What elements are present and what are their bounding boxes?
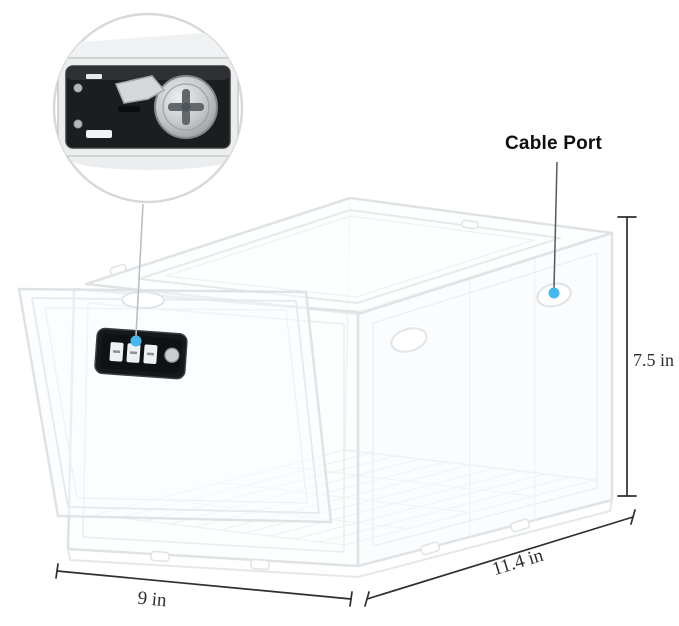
lock-callout xyxy=(52,12,244,204)
lock-digit-wheels xyxy=(109,342,158,365)
storage-box xyxy=(17,196,613,578)
latch-hook xyxy=(114,75,166,104)
lock-dot xyxy=(130,335,142,347)
dimension-height xyxy=(617,216,637,497)
side-handle-hole xyxy=(390,327,428,353)
phillips-screw xyxy=(168,89,204,125)
mount-screw xyxy=(73,119,83,129)
combination-lock xyxy=(94,327,188,380)
base-clip xyxy=(510,518,531,533)
dimension-lines xyxy=(55,216,637,607)
cable-port-label: Cable Port xyxy=(505,133,603,154)
cable-port-dot xyxy=(548,287,560,299)
leader-line-lock xyxy=(135,203,144,337)
door-panel xyxy=(17,287,333,524)
mount-screw xyxy=(73,83,83,93)
box-base xyxy=(67,499,613,578)
lid-clip-left xyxy=(109,263,127,276)
lid-clip-right xyxy=(461,219,479,230)
height-dimension-label: 7.5 in xyxy=(633,350,675,370)
lock-closeup xyxy=(54,30,242,170)
leader-line-cable-port xyxy=(553,161,558,289)
door-handle-hole xyxy=(121,290,165,310)
dimension-depth xyxy=(364,509,636,607)
lock-screw xyxy=(164,347,180,363)
base-clip xyxy=(420,541,441,556)
base-clip xyxy=(250,558,270,571)
dimension-width xyxy=(55,563,353,607)
base-clip xyxy=(150,550,170,563)
